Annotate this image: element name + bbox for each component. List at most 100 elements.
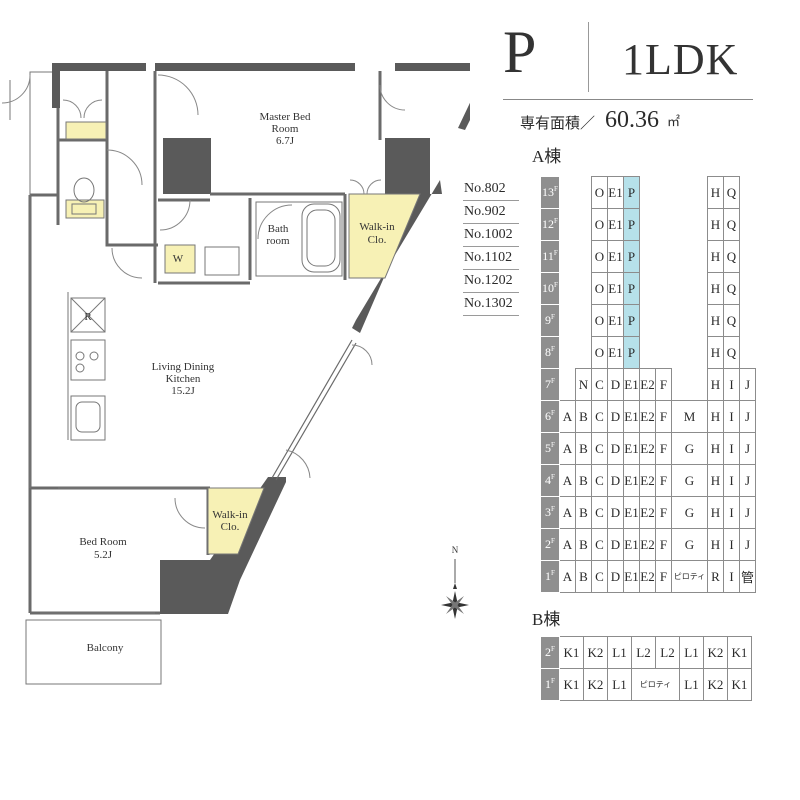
- room-label-washer: W: [173, 253, 184, 265]
- unit-cell-E1: E1: [607, 240, 624, 273]
- unit-cell-P: P: [623, 304, 640, 337]
- area-unit: ㎡: [667, 114, 681, 129]
- unit-cell-H: H: [707, 272, 724, 305]
- unit-number: No.1102: [463, 247, 519, 270]
- plan-type: P: [503, 19, 537, 85]
- unit-cell-A: A: [559, 400, 576, 433]
- empty-cell: [640, 177, 708, 209]
- unit-cell-B: B: [575, 560, 592, 593]
- empty-cell: [740, 337, 756, 369]
- unit-cell-C: C: [591, 528, 608, 561]
- unit-cell-K2: K2: [703, 636, 728, 669]
- layout-type: 1LDK: [622, 35, 739, 84]
- unit-cell-Q: Q: [723, 336, 740, 369]
- floor-label: 4F: [540, 464, 560, 497]
- unit-cell-E1: E1: [607, 336, 624, 369]
- unit-cell-O: O: [591, 272, 608, 305]
- svg-text:15.2J: 15.2J: [171, 385, 195, 397]
- unit-cell-H: H: [707, 496, 724, 529]
- room-label-walk-in-1: Walk-in: [359, 221, 395, 233]
- unit-cell-P: P: [623, 336, 640, 369]
- unit-cell-D: D: [607, 496, 624, 529]
- unit-cell-E1: E1: [623, 432, 640, 465]
- unit-cell-H: H: [707, 240, 724, 273]
- empty-cell: [640, 337, 708, 369]
- empty-cell: [740, 305, 756, 337]
- unit-cell-B: B: [575, 432, 592, 465]
- unit-cell-I: I: [723, 432, 740, 465]
- unit-cell-H: H: [707, 336, 724, 369]
- empty-cell: [560, 241, 576, 273]
- unit-cell-N: N: [575, 368, 592, 401]
- area-label: 専有面積／: [520, 116, 596, 132]
- floor-label: 2F: [540, 528, 560, 561]
- unit-cell-E1: E1: [623, 496, 640, 529]
- unit-cell-K1: K1: [559, 636, 584, 669]
- unit-cell-P: P: [623, 208, 640, 241]
- floor-label: 8F: [540, 336, 560, 369]
- unit-cell-L1: L1: [679, 636, 704, 669]
- unit-cell-ピロティ: ピロティ: [671, 560, 708, 593]
- room-label-bedroom: Bed Room: [79, 536, 127, 548]
- svg-text:5.2J: 5.2J: [94, 549, 113, 561]
- unit-cell-E1: E1: [607, 208, 624, 241]
- unit-cell-M: M: [671, 400, 708, 433]
- unit-cell-I: I: [723, 560, 740, 593]
- floor-label: 13F: [540, 176, 560, 209]
- unit-cell-D: D: [607, 432, 624, 465]
- unit-cell-E2: E2: [639, 400, 656, 433]
- floor-label: 10F: [540, 272, 560, 305]
- unit-number: No.902: [463, 201, 519, 224]
- unit-cell-L2: L2: [631, 636, 656, 669]
- svg-text:N: N: [452, 545, 459, 555]
- unit-cell-L1: L1: [607, 668, 632, 701]
- empty-cell: [740, 241, 756, 273]
- header-divider: [588, 22, 589, 92]
- unit-cell-O: O: [591, 208, 608, 241]
- unit-cell-I: I: [723, 528, 740, 561]
- unit-cell-G: G: [671, 496, 708, 529]
- floor-label: 6F: [540, 400, 560, 433]
- unit-cell-E1: E1: [623, 528, 640, 561]
- floor-label: 3F: [540, 496, 560, 529]
- empty-cell: [576, 177, 592, 209]
- unit-cell-L1: L1: [679, 668, 704, 701]
- unit-cell-F: F: [655, 560, 672, 593]
- unit-cell-L1: L1: [607, 636, 632, 669]
- unit-cell-F: F: [655, 464, 672, 497]
- unit-cell-K2: K2: [703, 668, 728, 701]
- unit-cell-K1: K1: [727, 636, 752, 669]
- unit-cell-H: H: [707, 304, 724, 337]
- unit-number: No.802: [463, 178, 519, 201]
- floor-label: 9F: [540, 304, 560, 337]
- empty-cell: [560, 337, 576, 369]
- empty-cell: [560, 273, 576, 305]
- floor-label: 11F: [540, 240, 560, 273]
- building-b-label: B棟: [532, 610, 561, 629]
- unit-cell-F: F: [655, 400, 672, 433]
- walk-in-closet-1-area: [348, 193, 421, 279]
- unit-cell-E2: E2: [639, 496, 656, 529]
- unit-cell-H: H: [707, 208, 724, 241]
- unit-cell-H: H: [707, 464, 724, 497]
- unit-cell-C: C: [591, 368, 608, 401]
- unit-cell-J: J: [739, 432, 756, 465]
- unit-cell-C: C: [591, 432, 608, 465]
- svg-text:Clo.: Clo.: [368, 234, 387, 246]
- unit-cell-C: C: [591, 400, 608, 433]
- unit-cell-E1: E1: [607, 272, 624, 305]
- unit-cell-L2: L2: [655, 636, 680, 669]
- unit-cell-F: F: [655, 432, 672, 465]
- empty-cell: [576, 241, 592, 273]
- unit-cell-H: H: [707, 432, 724, 465]
- unit-cell-D: D: [607, 368, 624, 401]
- room-label-walk-in-2: Walk-in: [212, 509, 248, 521]
- unit-cell-O: O: [591, 336, 608, 369]
- unit-cell-J: J: [739, 400, 756, 433]
- room-label-ldk: Living Dining: [152, 361, 215, 373]
